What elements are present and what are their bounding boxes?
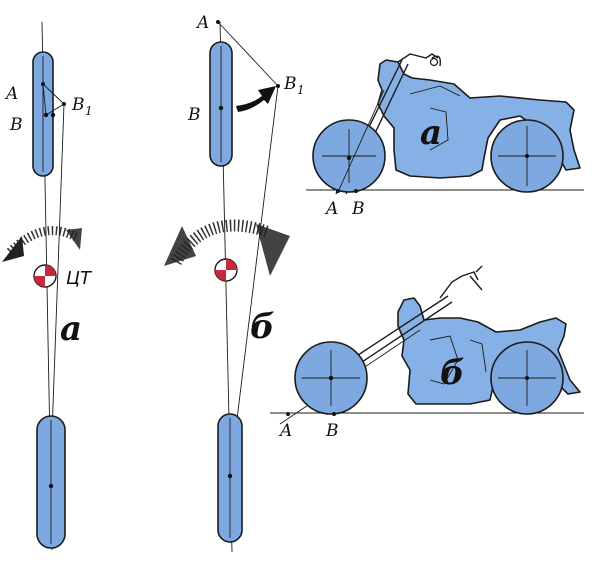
label-side-b-point-b: B xyxy=(325,421,339,441)
label-b-point-b1-sub: 1 xyxy=(297,83,305,97)
label-b-point-b: B xyxy=(187,105,201,125)
label-variant-a-top: a xyxy=(60,309,82,349)
label-b-point-a: A xyxy=(195,13,209,33)
label-a-point-b: B xyxy=(9,115,23,135)
label-a-point-b1-sub: 1 xyxy=(85,104,93,118)
label-b-point-b1: B xyxy=(283,74,297,94)
top-view-b: A B B 1 б xyxy=(164,13,305,553)
label-side-a-point-b: B xyxy=(351,199,365,219)
push-arrow-icon xyxy=(236,86,276,112)
label-variant-a-side: a xyxy=(420,113,442,153)
center-of-gravity-icon xyxy=(33,264,57,288)
side-view-motorcycle-a: A B a xyxy=(306,53,584,219)
label-variant-b-side: б xyxy=(440,353,465,393)
label-side-b-point-a: A xyxy=(278,421,292,441)
label-center-of-gravity: ЦТ xyxy=(66,268,93,289)
top-view-a: A B B 1 ЦТ a xyxy=(2,21,93,551)
rotation-arrow-icon xyxy=(164,219,290,276)
center-of-gravity-icon xyxy=(214,258,238,282)
label-a-point-b1: B xyxy=(71,95,85,115)
label-side-a-point-a: A xyxy=(324,199,338,219)
motorcycle-body-b xyxy=(397,297,581,405)
label-variant-b-top: б xyxy=(250,307,275,347)
label-a-point-a: A xyxy=(4,84,18,104)
rotation-arrow-icon xyxy=(2,226,82,262)
side-view-motorcycle-b: A B б xyxy=(270,265,584,441)
